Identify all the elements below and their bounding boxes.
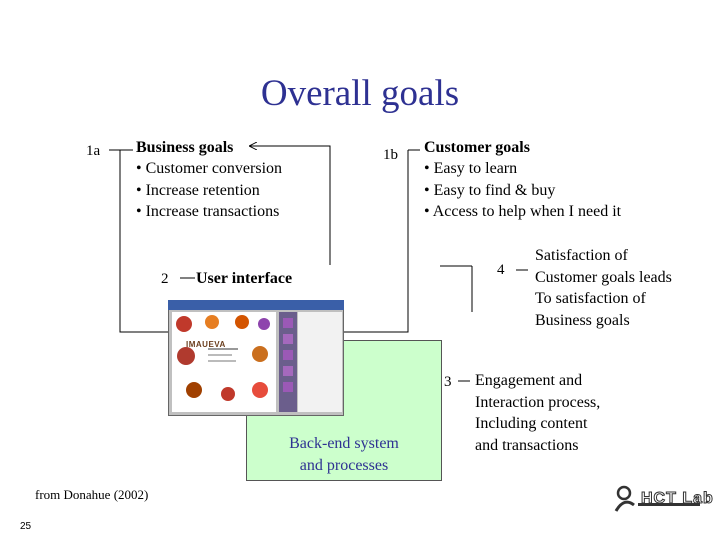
food-illustration: [252, 346, 268, 362]
customer-goals: Customer goals • Easy to learn • Easy to…: [424, 137, 621, 223]
food-illustration: [252, 382, 268, 398]
business-goals: Business goals • Customer conversion • I…: [136, 137, 282, 223]
business-goal-item: • Increase transactions: [136, 203, 280, 220]
marker-1a: 1a: [86, 143, 101, 159]
business-goal-item: • Increase retention: [136, 181, 260, 199]
customer-goal-item: • Easy to learn: [424, 160, 518, 177]
food-illustration: [176, 316, 192, 332]
source-citation: from Donahue (2002): [35, 487, 149, 502]
note-line: and transactions: [475, 436, 579, 454]
screenshot-illustrations: [176, 315, 270, 401]
customer-goal-item: • Easy to find & buy: [424, 181, 556, 199]
note-line: Interaction process,: [475, 393, 601, 411]
satisfaction-note: Satisfaction of Customer goals leads To …: [535, 245, 672, 331]
engagement-note: Engagement and Interaction process, Incl…: [475, 370, 600, 456]
food-illustration: [177, 347, 195, 365]
screenshot-nav-icons: [283, 318, 293, 392]
note-line: Including content: [475, 415, 588, 432]
marker-3: 3: [444, 374, 452, 390]
food-illustration: [258, 318, 270, 330]
customer-goals-heading: Customer goals: [424, 139, 530, 156]
note-line: Customer goals leads: [535, 268, 672, 286]
food-illustration: [235, 315, 249, 329]
backend-label: Back-end system and processes: [246, 433, 442, 477]
note-line: Satisfaction of: [535, 247, 628, 264]
food-illustration: [205, 315, 219, 329]
hct-lab-logo: [614, 485, 700, 512]
user-interface-label: User interface: [196, 270, 293, 287]
page-title: Overall goals: [260, 73, 460, 114]
screenshot-titlebar: [168, 300, 344, 310]
customer-goals-bracket: [344, 150, 409, 333]
screenshot-blank-area: [298, 312, 342, 412]
note-line: Business goals: [535, 311, 630, 329]
marker-1b: 1b: [383, 147, 398, 163]
business-goal-item: • Customer conversion: [136, 160, 283, 177]
backend-line: Back-end system: [289, 435, 399, 452]
business-goals-heading: Business goals: [136, 139, 234, 156]
marker-4: 4: [497, 262, 505, 278]
page-number: 25: [20, 521, 32, 532]
marker-2: 2: [161, 271, 169, 287]
food-illustration: [221, 387, 235, 401]
hct-lab-text: HCT Lab: [641, 490, 714, 508]
backend-line: and processes: [299, 457, 389, 474]
business-goals-bracket: [119, 150, 168, 333]
customer-goal-item: • Access to help when I need it: [424, 203, 622, 220]
screenshot-logo: IMAUEVA: [186, 340, 226, 349]
note-line: Engagement and: [475, 372, 583, 389]
food-illustration: [186, 382, 202, 398]
logo-person-icon: [616, 485, 632, 501]
arrow-to-business-goals: [250, 146, 331, 265]
note-line: To satisfaction of: [535, 290, 646, 307]
